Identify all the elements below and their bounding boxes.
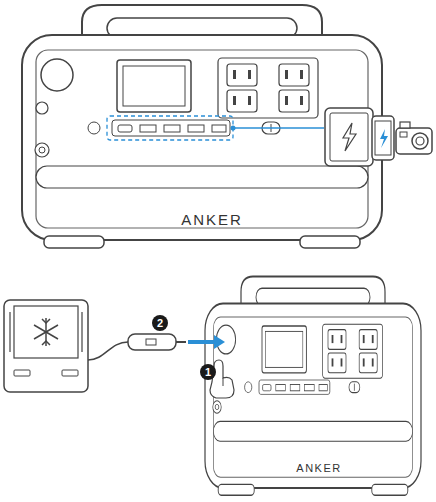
brand-name: ANKER xyxy=(181,211,243,228)
brand-name: ANKER xyxy=(296,462,341,474)
callout-number: 1 xyxy=(200,364,216,380)
callout-number: 2 xyxy=(152,315,168,331)
